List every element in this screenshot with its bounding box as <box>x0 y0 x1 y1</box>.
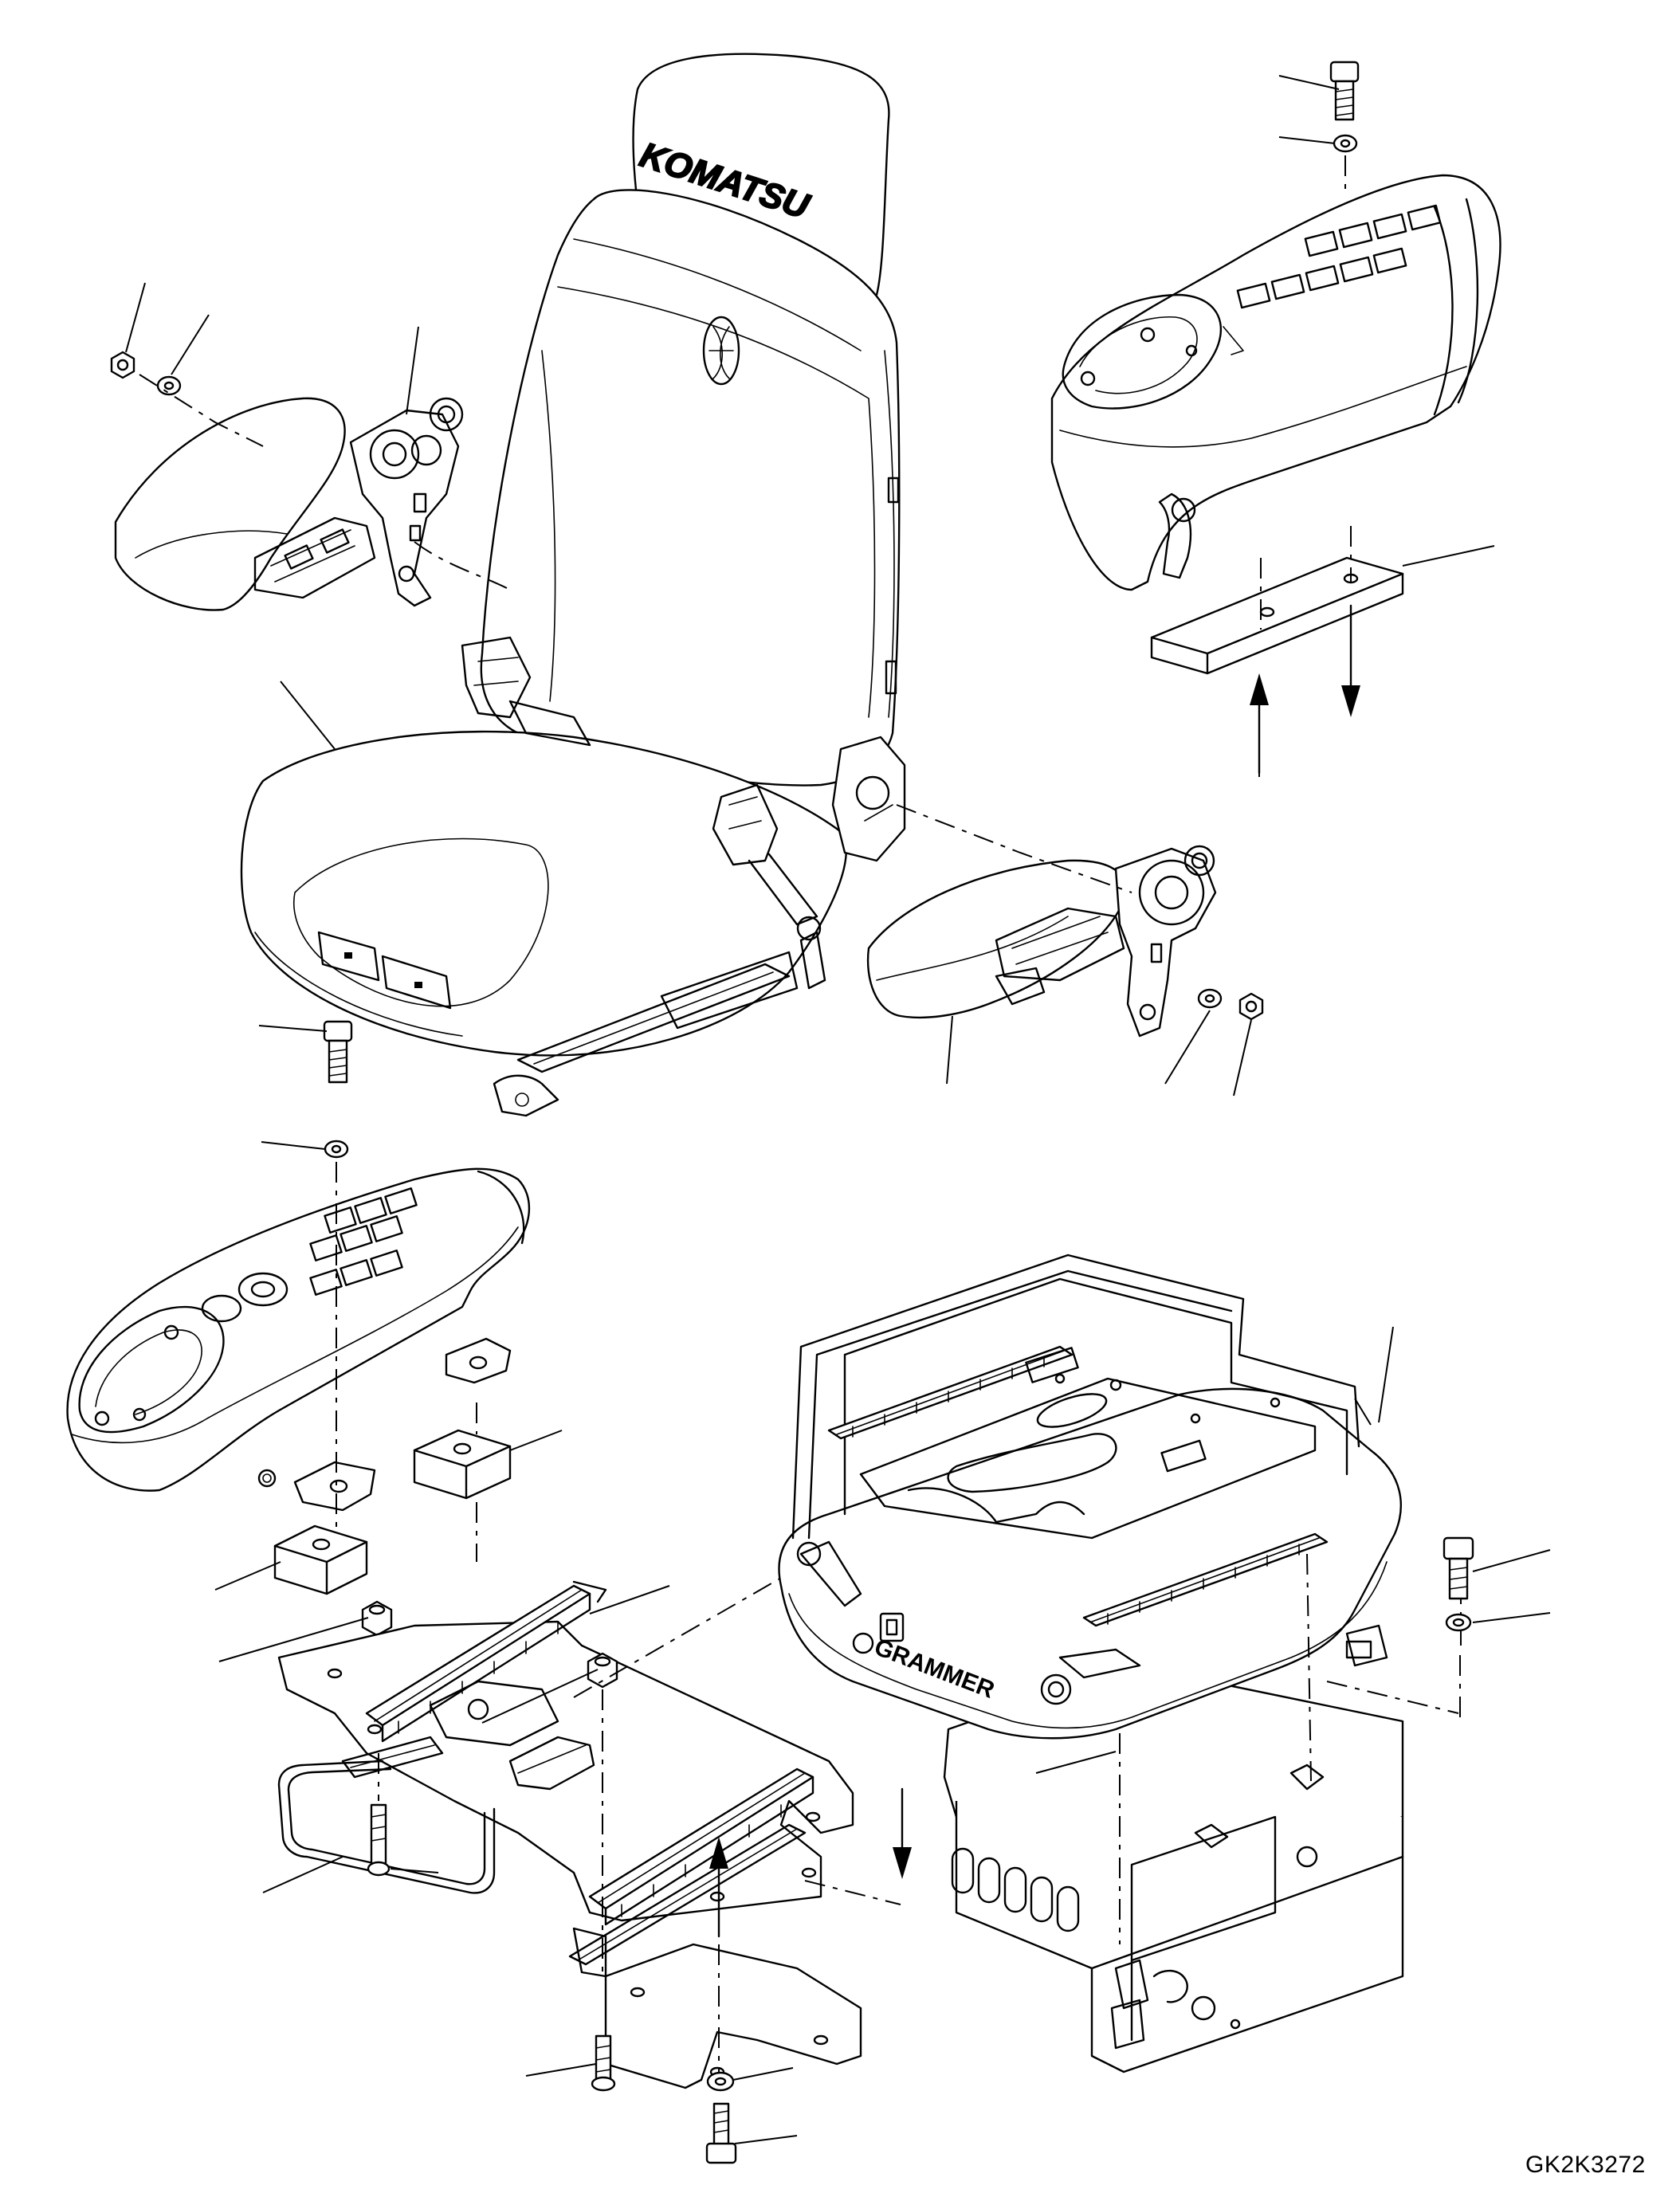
backrest <box>481 190 899 785</box>
seat-rail-frame[interactable] <box>279 1582 861 2088</box>
control-box-left[interactable] <box>68 1169 529 1510</box>
bolt-frame-bottom[interactable] <box>707 2104 736 2163</box>
bolt-control-box-left[interactable] <box>324 1022 351 1082</box>
new-holland-emblem-icon <box>704 317 739 384</box>
bolt-suspension[interactable] <box>1444 1538 1473 1599</box>
seat-belt-left <box>462 638 530 717</box>
arrow-down-suspension <box>893 1789 912 1879</box>
joystick-recess-right <box>1063 295 1221 409</box>
control-box-right[interactable] <box>1052 175 1500 673</box>
knob-icon <box>239 1273 287 1305</box>
switch-panel-left <box>310 1188 416 1294</box>
bracket-rod[interactable] <box>279 1761 494 1893</box>
nut-left-armrest[interactable] <box>112 352 134 378</box>
bolt-control-box-right[interactable] <box>1331 62 1358 120</box>
washer-left-armrest[interactable] <box>158 377 180 394</box>
arrow-up-frame <box>709 1837 728 1936</box>
washer-right-armrest[interactable] <box>1199 990 1221 1007</box>
washer-control-box-left[interactable] <box>325 1141 347 1157</box>
drawing-code-label: GK2K3272 <box>1525 2152 1646 2178</box>
suspension-unit[interactable]: GRAMMER <box>779 1255 1403 2072</box>
seat-assembly[interactable]: KOMATSU <box>241 54 905 1116</box>
nut-frame[interactable] <box>588 1654 617 1687</box>
spacer-block[interactable] <box>414 1430 510 1498</box>
joystick-recess-left <box>80 1307 224 1432</box>
seat-cushion <box>241 732 846 1055</box>
spacer-block[interactable] <box>275 1526 367 1594</box>
armrest-right[interactable] <box>868 846 1215 1036</box>
knob-icon <box>202 1296 241 1321</box>
washer-suspension[interactable] <box>1446 1614 1470 1630</box>
washer-control-box-right[interactable] <box>1334 135 1356 151</box>
leader-lines <box>126 76 1550 2144</box>
seat-belt-buckle <box>713 785 820 940</box>
seat-slide-rail <box>518 964 789 1072</box>
switch-panel-right <box>1238 206 1440 308</box>
arrow-down-right <box>1341 606 1360 717</box>
vent-slots <box>952 1849 1078 1931</box>
armrest-left[interactable] <box>116 398 462 610</box>
washer-frame-bottom[interactable] <box>708 2073 733 2090</box>
recline-hinge <box>833 737 905 861</box>
nut-spacer[interactable] <box>363 1602 391 1635</box>
bolt-frame-left[interactable] <box>368 1805 389 1875</box>
mount-plate-right[interactable] <box>1152 558 1403 673</box>
bolt-frame-bottom-left[interactable] <box>592 2036 614 2090</box>
nut-right-armrest[interactable] <box>1240 994 1262 1019</box>
